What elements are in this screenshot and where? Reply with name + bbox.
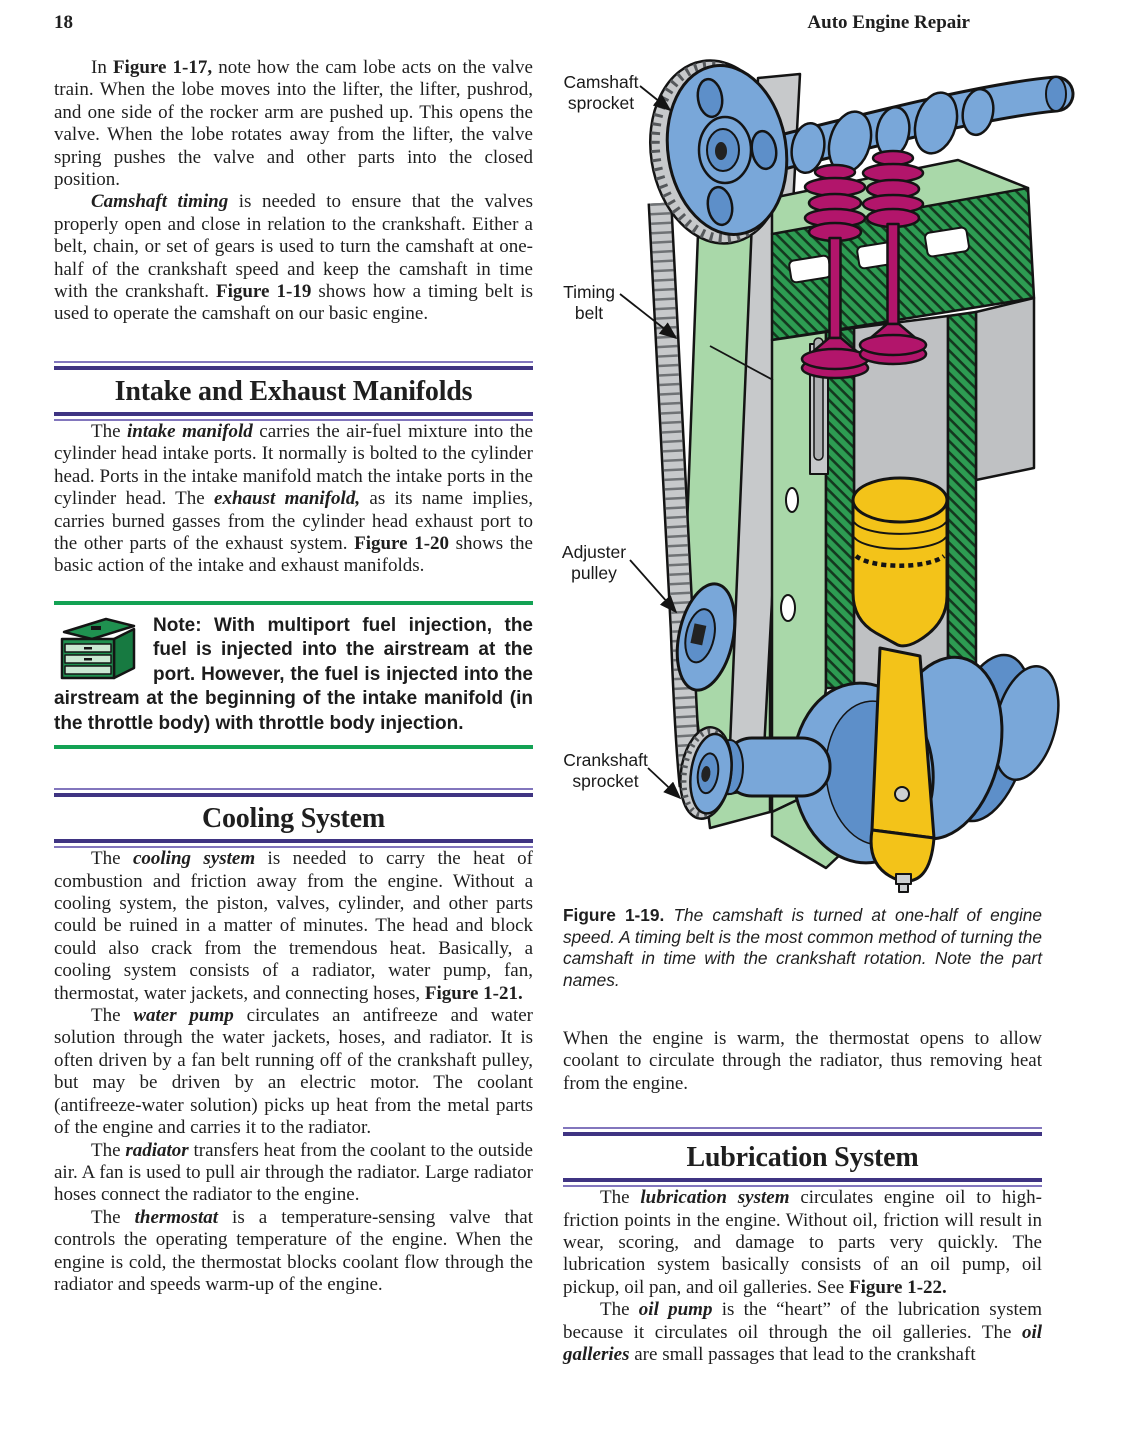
label-camshaft-sprocket: Camshaft sprocket (563, 72, 639, 113)
paragraph-cooling-system: The cooling system is needed to carry th… (54, 848, 533, 1004)
figure-1-19-engine-illustration (619, 59, 1075, 893)
section-heading-intake: Intake and Exhaust Manifolds (54, 360, 533, 421)
heading-rule (54, 788, 533, 798)
camshaft-sprocket-arrow (639, 85, 672, 112)
paragraph-radiator: The radiator transfers heat from the coo… (54, 1139, 533, 1206)
cylinder-wall-right-hatched (946, 310, 978, 690)
label-timing-belt: Timing belt (563, 282, 615, 323)
paragraph-thermostat: The thermostat is a temperature-sensing … (54, 1206, 534, 1295)
crankshaft-sprocket-arrow (647, 767, 682, 800)
timing-belt-leader-line (709, 345, 774, 381)
connecting-rod-graphic (869, 646, 936, 893)
note-rule-bottom (54, 745, 533, 750)
block-slot (785, 487, 799, 513)
camshaft-graphic (763, 75, 1075, 175)
rod-bolt (894, 786, 910, 802)
right-port-face (974, 296, 1036, 482)
cam-journal (961, 87, 995, 137)
sprocket-hole (706, 185, 734, 227)
heading-rule (54, 360, 533, 370)
heading-cooling-system: Cooling System (201, 803, 386, 835)
heading-rule (54, 839, 533, 849)
piston-graphic (851, 476, 949, 648)
paragraph-lubrication-system: The lubrication system circulates engine… (563, 1187, 1042, 1298)
heading-rule (563, 1127, 1042, 1137)
label-crankshaft-sprocket: Crankshaft sprocket (563, 750, 648, 791)
sprocket-hole (696, 77, 724, 119)
cam-journal (790, 121, 826, 175)
toolbox-icon (60, 617, 136, 679)
block-slot (780, 594, 796, 622)
note-rule-top (54, 600, 533, 605)
crankshaft-sprocket-graphic (679, 726, 733, 820)
heading-intake-exhaust: Intake and Exhaust Manifolds (114, 375, 473, 407)
page-number: 18 (54, 12, 73, 33)
paragraph-intake-manifold: The intake manifold carries the air-fuel… (54, 420, 533, 577)
note-box: Note: With multiport fuel injection, the… (54, 600, 533, 750)
adjuster-pulley-graphic (675, 582, 737, 692)
figure-caption: Figure 1-19. The camshaft is turned at o… (563, 905, 1043, 990)
paragraph-oil-pump: The oil pump is the “heart” of the lubri… (563, 1299, 1043, 1366)
paragraph-water-pump: The water pump circulates an antifreeze … (54, 1005, 534, 1139)
cam-end (1045, 76, 1067, 112)
piston-ring (853, 521, 947, 535)
note-body: Note: With multiport fuel injection, the… (54, 605, 533, 746)
paragraph-cam-lobe: In Figure 1-17, note how the cam lobe ac… (54, 57, 533, 191)
valve-left-graphic (800, 163, 870, 380)
piston-ring (854, 554, 946, 568)
left-column: In Figure 1-17, note how the cam lobe ac… (54, 57, 533, 1296)
adjuster-pulley-arrow (629, 559, 678, 614)
heading-rule (54, 411, 533, 421)
timing-belt-front-run (647, 202, 704, 788)
rod-cap-bolt (898, 883, 909, 893)
label-adjuster-pulley: Adjuster pulley (561, 542, 627, 583)
heading-lubrication-system: Lubrication System (686, 1142, 919, 1174)
camshaft-sprocket-graphic (648, 59, 789, 245)
cylinder-wall-left-hatched (824, 326, 856, 690)
rod-cap-bolt (895, 873, 912, 885)
cam-lobe (913, 91, 959, 155)
paragraph-thermostat-warm: When the engine is warm, the thermostat … (563, 1028, 1042, 1094)
section-heading-cooling: Cooling System (54, 788, 533, 849)
valve-right-graphic (858, 149, 928, 366)
right-column: When the engine is warm, the thermostat … (563, 1028, 1042, 1366)
section-heading-lubrication: Lubrication System (563, 1127, 1042, 1188)
note-text: Note: With multiport fuel injection, the… (54, 614, 533, 734)
timing-belt-arrow (619, 293, 678, 340)
paragraph-camshaft-timing: Camshaft timing is needed to ensure that… (54, 191, 533, 325)
head-port-slot (924, 226, 970, 258)
piston-ring (853, 536, 947, 550)
heading-rule (563, 1178, 1042, 1188)
engine-cutaway-graphic (619, 59, 1075, 893)
running-title: Auto Engine Repair (807, 12, 970, 33)
